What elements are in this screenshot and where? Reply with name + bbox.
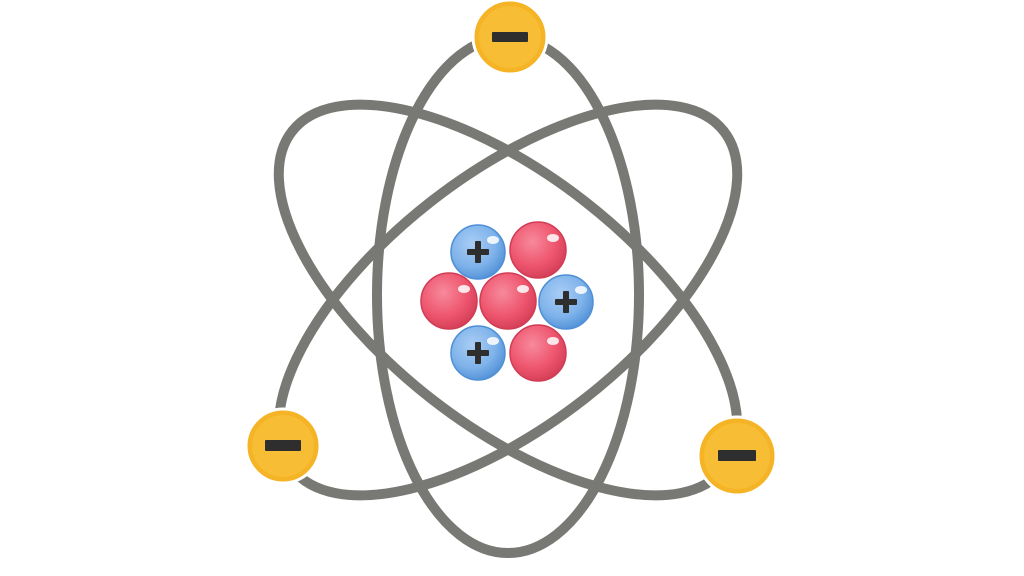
plus-icon <box>467 342 489 364</box>
electron-top <box>471 0 549 76</box>
plus-icon <box>467 241 489 263</box>
plus-icon <box>555 291 577 313</box>
neutron-particle <box>509 324 567 382</box>
proton-particle <box>450 224 506 280</box>
neutron-particle <box>509 221 567 279</box>
proton-particle <box>450 325 506 381</box>
proton-particle <box>538 274 594 330</box>
minus-icon <box>718 450 756 461</box>
electron-right <box>696 415 778 497</box>
minus-icon <box>492 32 528 42</box>
electrons <box>244 0 778 497</box>
minus-icon <box>265 440 301 451</box>
neutron-particle <box>420 272 478 330</box>
electron-left <box>244 407 322 485</box>
neutron-particle <box>479 272 537 330</box>
nucleus <box>420 221 594 382</box>
